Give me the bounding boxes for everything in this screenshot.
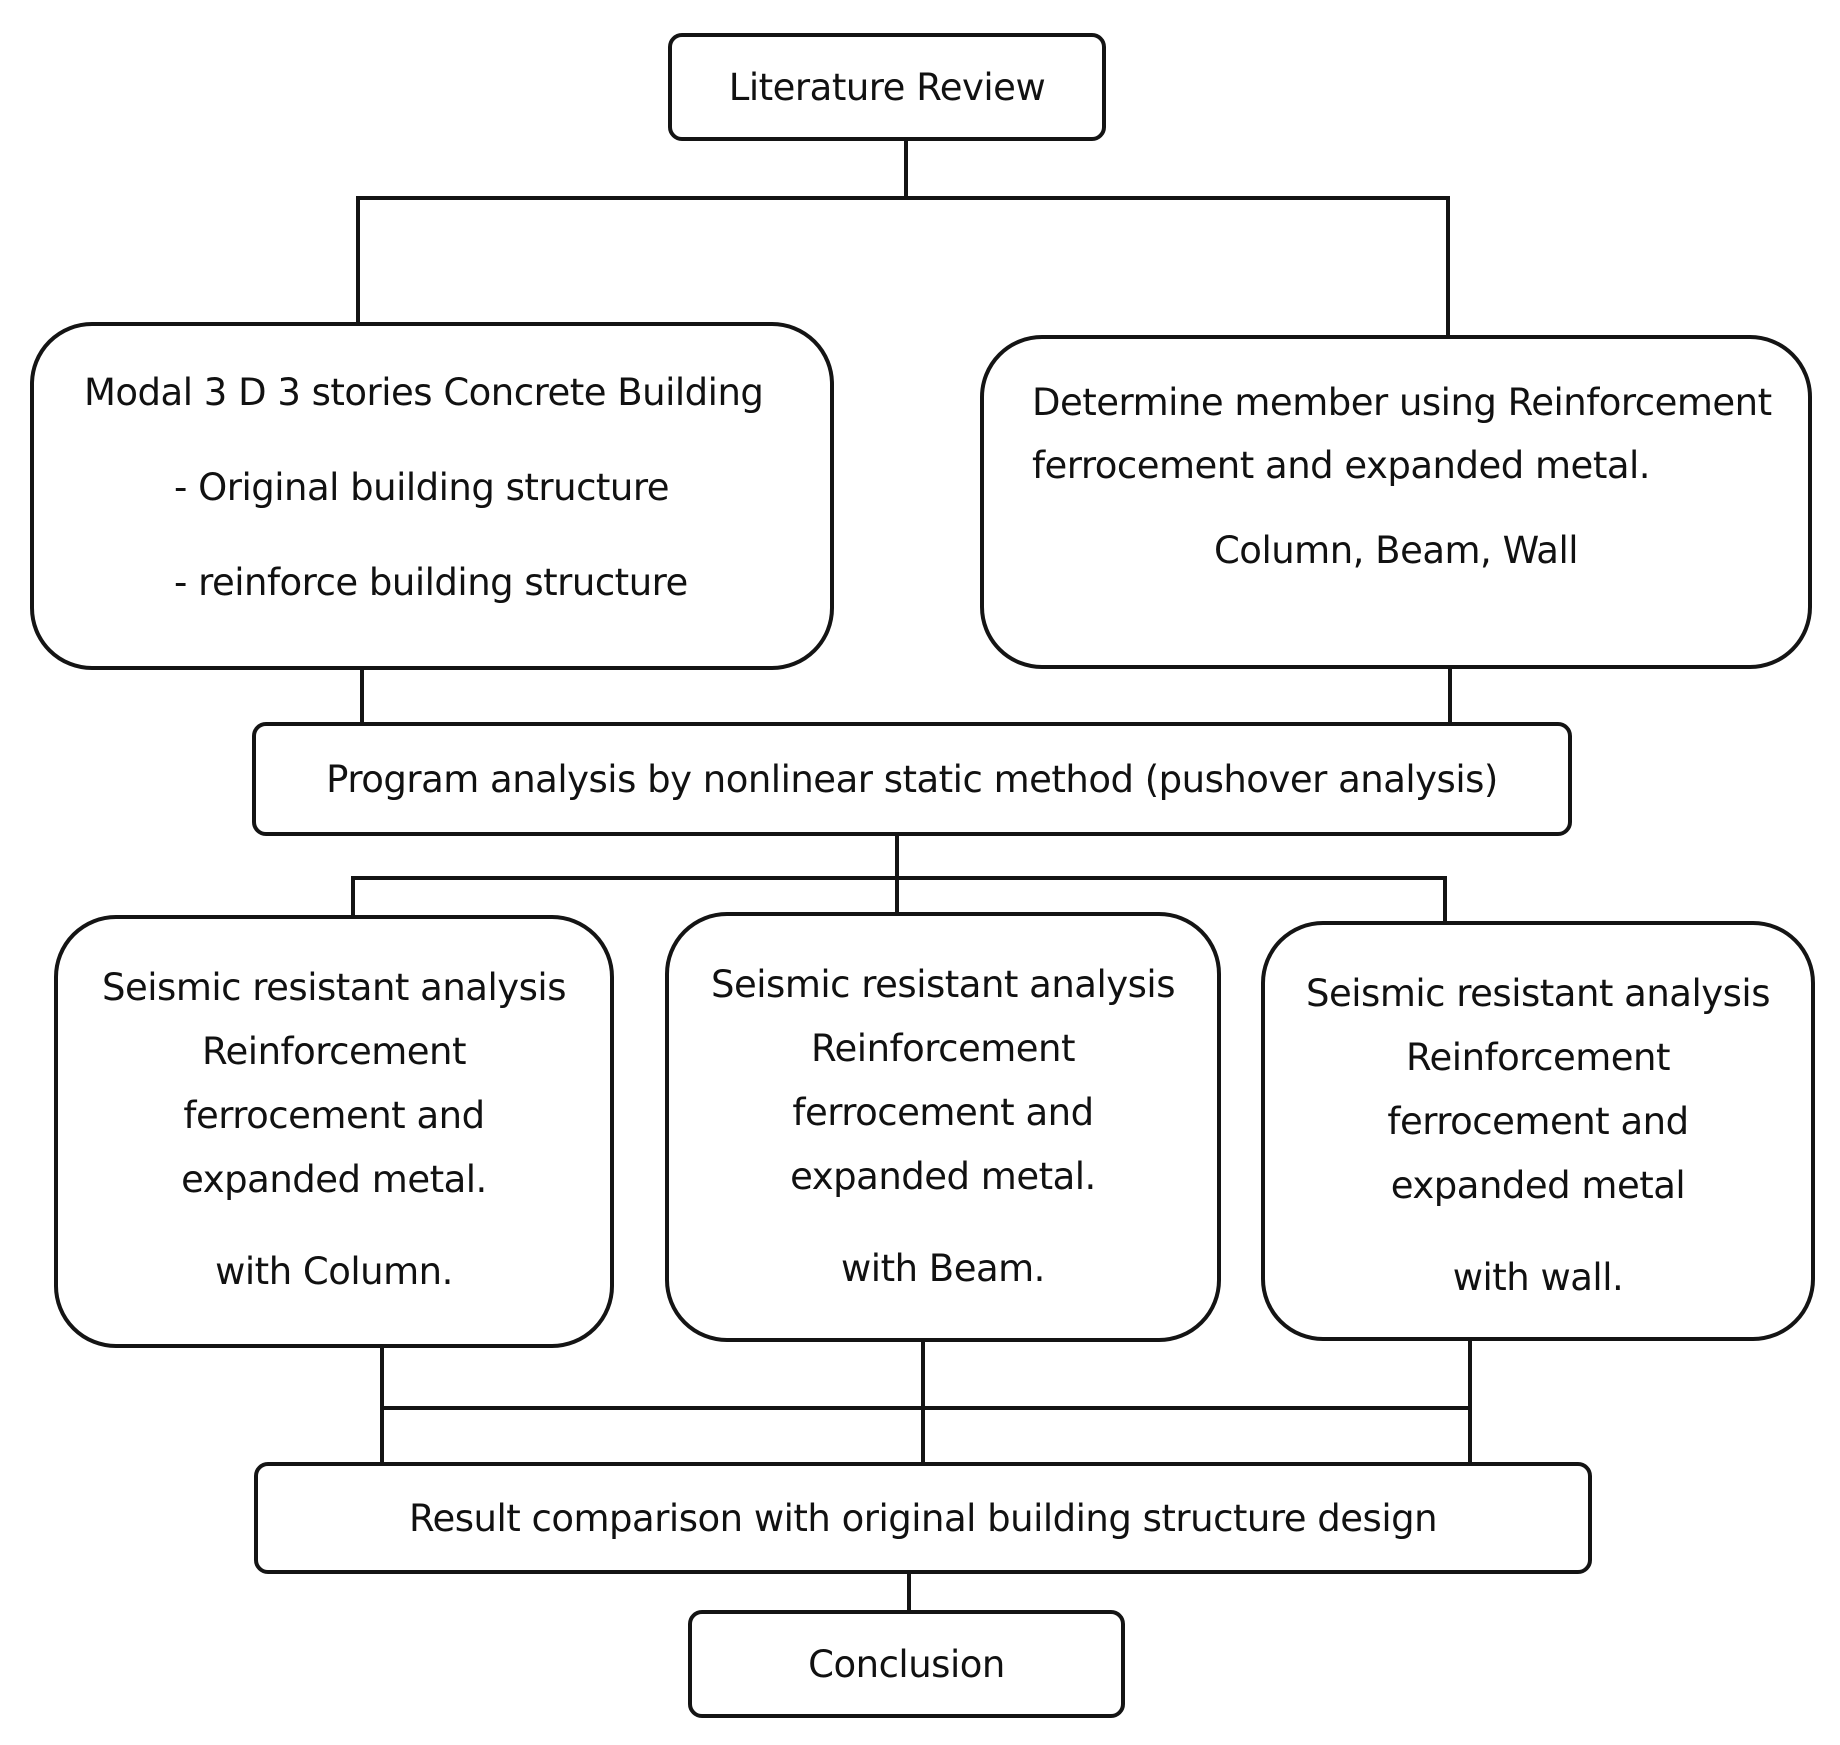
result-comparison-label: Result comparison with original building… — [408, 1496, 1438, 1540]
literature-review-label: Literature Review — [728, 65, 1046, 109]
literature-review-box: Literature Review — [668, 33, 1106, 141]
seismic-beam-line-2: Reinforcement — [811, 1027, 1075, 1070]
seismic-wall-line-2: Reinforcement — [1406, 1036, 1670, 1079]
seismic-column-with: with Column. — [215, 1250, 453, 1293]
result-comparison-box: Result comparison with original building… — [254, 1462, 1592, 1574]
determine-line-2: ferrocement and expanded metal. — [1032, 444, 1651, 487]
program-analysis-box: Program analysis by nonlinear static met… — [252, 722, 1572, 836]
seismic-wall-with: with wall. — [1452, 1256, 1624, 1299]
program-analysis-label: Program analysis by nonlinear static met… — [326, 757, 1498, 801]
seismic-wall-box: Seismic resistant analysis Reinforcement… — [1261, 921, 1815, 1341]
seismic-beam-with: with Beam. — [841, 1247, 1045, 1290]
determine-members: Column, Beam, Wall — [1213, 529, 1579, 572]
seismic-wall-line-3: ferrocement and — [1387, 1100, 1689, 1143]
model-item-original: - Original building structure — [174, 466, 670, 509]
seismic-column-line-2: Reinforcement — [202, 1030, 466, 1073]
seismic-column-line-3: ferrocement and — [183, 1094, 485, 1137]
seismic-wall-line-4: expanded metal — [1390, 1164, 1686, 1207]
model-item-reinforce: - reinforce building structure — [174, 561, 688, 604]
conclusion-label: Conclusion — [808, 1642, 1005, 1686]
seismic-beam-line-3: ferrocement and — [792, 1091, 1094, 1134]
seismic-wall-line-1: Seismic resistant analysis — [1306, 972, 1770, 1015]
seismic-column-box: Seismic resistant analysis Reinforcement… — [54, 915, 614, 1348]
seismic-column-line-4: expanded metal. — [181, 1158, 487, 1201]
seismic-column-line-1: Seismic resistant analysis — [102, 966, 566, 1009]
seismic-beam-line-1: Seismic resistant analysis — [711, 963, 1175, 1006]
conclusion-box: Conclusion — [688, 1610, 1125, 1718]
seismic-beam-box: Seismic resistant analysis Reinforcement… — [665, 912, 1221, 1342]
model-title: Modal 3 D 3 stories Concrete Building — [84, 371, 764, 414]
seismic-beam-line-4: expanded metal. — [790, 1155, 1096, 1198]
determine-line-1: Determine member using Reinforcement — [1032, 381, 1772, 424]
model-building-box: Modal 3 D 3 stories Concrete Building - … — [30, 322, 834, 670]
determine-member-box: Determine member using Reinforcement fer… — [980, 335, 1812, 669]
